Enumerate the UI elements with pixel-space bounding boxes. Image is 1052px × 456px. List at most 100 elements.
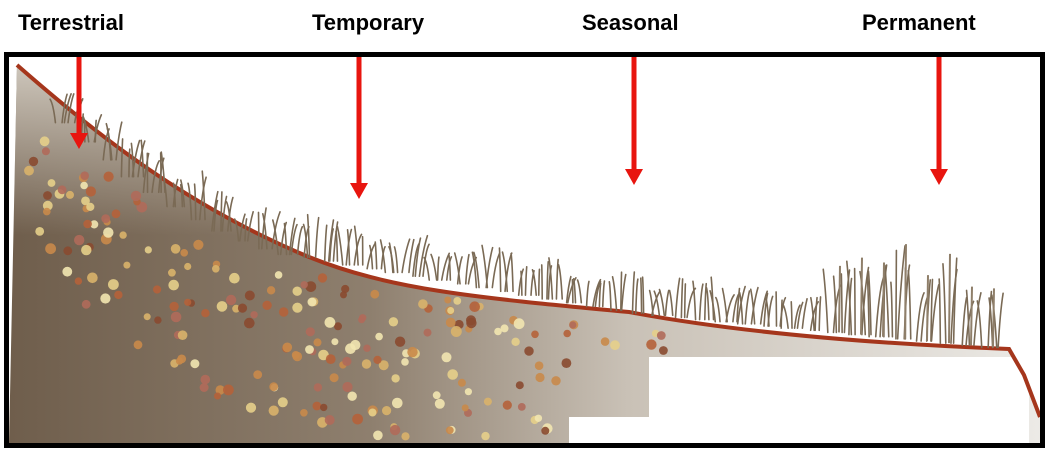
- soil-pebble-icon: [373, 431, 383, 441]
- soil-pebble-icon: [518, 403, 526, 411]
- marsh-grass-icon: [381, 239, 414, 272]
- soil-pebble-icon: [293, 287, 302, 296]
- soil-pebble-icon: [42, 147, 50, 155]
- soil-pebble-icon: [325, 415, 335, 425]
- soil-pebble-icon: [29, 157, 38, 166]
- water-area-lower: [569, 417, 669, 443]
- down-arrow-icon: [930, 57, 948, 185]
- soil-pebble-icon: [86, 203, 94, 211]
- soil-pebble-icon: [168, 280, 179, 291]
- soil-pebble-icon: [382, 406, 391, 415]
- soil-pebble-icon: [524, 346, 533, 355]
- soil-pebble-icon: [370, 290, 379, 299]
- soil-pebble-icon: [389, 317, 398, 326]
- soil-pebble-icon: [169, 302, 178, 311]
- water-area: [649, 357, 1029, 443]
- soil-pebble-icon: [74, 235, 84, 245]
- soil-pebble-icon: [447, 307, 454, 314]
- soil-pebble-icon: [610, 340, 620, 350]
- soil-pebble-icon: [300, 409, 308, 417]
- soil-pebble-icon: [334, 322, 342, 330]
- soil-pebble-icon: [340, 291, 347, 298]
- soil-pebble-icon: [80, 171, 89, 180]
- diagram-frame: [4, 52, 1045, 448]
- soil-pebble-icon: [331, 338, 338, 345]
- soil-pebble-icon: [313, 402, 322, 411]
- soil-pebble-icon: [308, 298, 317, 307]
- marsh-grass-icon: [519, 267, 540, 295]
- soil-pebble-icon: [83, 220, 92, 229]
- soil-pebble-icon: [418, 299, 428, 309]
- soil-pebble-icon: [262, 301, 271, 310]
- marsh-grass-icon: [567, 277, 582, 303]
- soil-pebble-icon: [176, 358, 183, 365]
- soil-pebble-icon: [314, 383, 322, 391]
- zone-label-permanent: Permanent: [862, 10, 976, 36]
- zone-arrows: [70, 57, 948, 199]
- soil-pebble-icon: [82, 300, 91, 309]
- soil-pebble-icon: [407, 347, 417, 357]
- soil-pebble-icon: [75, 277, 82, 284]
- soil-pebble-icon: [401, 432, 409, 440]
- soil-pebble-icon: [223, 385, 234, 396]
- soil-pebble-icon: [43, 191, 52, 200]
- soil-pebble-icon: [503, 401, 512, 410]
- soil-pebble-icon: [269, 382, 278, 391]
- soil-pebble-icon: [171, 244, 181, 254]
- soil-pebble-icon: [516, 381, 524, 389]
- down-arrow-icon: [70, 57, 88, 149]
- soil-pebble-icon: [466, 315, 476, 325]
- soil-pebble-icon: [446, 318, 456, 328]
- soil-pebble-icon: [435, 399, 445, 409]
- soil-pebble-icon: [201, 375, 211, 385]
- soil-pebble-icon: [184, 263, 191, 270]
- soil-pebble-icon: [646, 339, 656, 349]
- soil-pebble-icon: [184, 299, 191, 306]
- soil-pebble-icon: [81, 245, 91, 255]
- soil-pebble-icon: [391, 374, 399, 382]
- soil-pebble-icon: [446, 426, 454, 434]
- marsh-grass-icon: [304, 215, 319, 258]
- soil-pebble-icon: [330, 373, 339, 382]
- soil-pebble-icon: [395, 337, 405, 347]
- soil-pebble-icon: [306, 327, 315, 336]
- soil-pebble-icon: [229, 273, 240, 284]
- soil-pebble-icon: [511, 338, 519, 346]
- reed-icon: [939, 254, 957, 343]
- soil-pebble-icon: [200, 383, 209, 392]
- soil-pebble-icon: [144, 313, 151, 320]
- soil-pebble-icon: [101, 214, 110, 223]
- marsh-grass-icon: [472, 245, 499, 287]
- soil-pebble-icon: [305, 345, 314, 354]
- soil-pebble-icon: [390, 425, 400, 435]
- soil-pebble-icon: [131, 191, 141, 201]
- soil-pebble-icon: [314, 338, 322, 346]
- soil-pebble-icon: [369, 409, 377, 417]
- soil-pebble-icon: [362, 359, 371, 368]
- soil-pebble-icon: [145, 246, 152, 253]
- soil-pebble-icon: [657, 331, 666, 340]
- soil-pebble-icon: [193, 240, 203, 250]
- reed-icon: [847, 258, 871, 335]
- soil-pebble-icon: [541, 427, 549, 435]
- soil-pebble-icon: [531, 331, 539, 339]
- soil-pebble-icon: [301, 281, 308, 288]
- soil-pebble-icon: [352, 414, 363, 425]
- soil-pebble-icon: [244, 318, 255, 329]
- marsh-grass-icon: [325, 220, 338, 261]
- soil-pebble-icon: [226, 295, 236, 305]
- marsh-grass-icon: [542, 258, 562, 299]
- soil-pebble-icon: [43, 208, 51, 216]
- soil-pebble-icon: [453, 297, 461, 305]
- marsh-grass-icon: [710, 288, 739, 321]
- soil-pebble-icon: [108, 279, 119, 290]
- soil-pebble-icon: [190, 359, 199, 368]
- soil-pebble-icon: [342, 382, 352, 392]
- soil-pebble-icon: [562, 358, 572, 368]
- soil-pebble-icon: [447, 369, 458, 380]
- soil-pebble-icon: [292, 351, 300, 359]
- soil-pebble-icon: [375, 333, 383, 341]
- soil-pebble-icon: [48, 179, 56, 187]
- soil-pebble-icon: [212, 265, 220, 273]
- marsh-grass-icon: [499, 248, 513, 291]
